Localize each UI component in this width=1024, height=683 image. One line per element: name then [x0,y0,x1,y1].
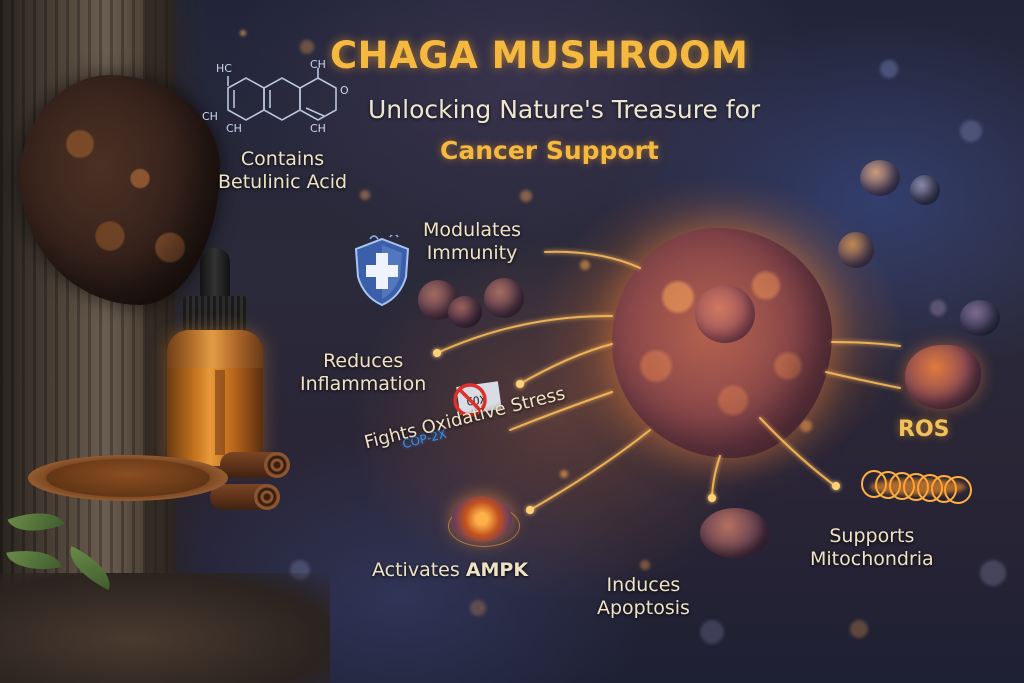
label-line: Reduces [323,350,404,372]
label-line: Induces [606,574,681,596]
label-line: Mitochondria [810,548,934,570]
svg-text:O: O [340,84,349,97]
cell-cluster [700,508,770,558]
cinnamon-stick [220,452,290,478]
label-line: Contains [240,148,325,170]
poster-title: CHAGA MUSHROOM [330,34,749,77]
label-line: Betulinic Acid [218,171,348,193]
cell-nucleus [695,285,755,343]
dropper-cap [183,296,247,332]
poster-accent-line: Cancer Support [440,136,659,165]
chaga-mushroom-growth [20,75,220,305]
label-prefix: Activates [372,559,466,581]
dropper-bulb [200,248,230,298]
cell-cluster [838,232,874,268]
ros-molecule-icon [905,345,981,409]
label-line: Apoptosis [597,597,690,619]
prohibited-icon: COX [453,381,502,417]
betulinic-acid-structure-icon: HC CH CH CH CH O [202,58,349,135]
chaga-powder [46,459,210,497]
label-emphasis: AMPK [465,559,529,581]
svg-text:CH: CH [202,110,218,123]
ampk-cell-icon [452,496,512,542]
poster-subtitle: Unlocking Nature's Treasure for [368,95,761,124]
bark-ground [0,573,330,683]
shield-cross-icon [354,235,410,307]
cancer-cell [612,228,832,458]
label-activates-ampk: Activates AMPK [372,559,528,582]
cell-cluster [448,296,482,328]
label-induces-apoptosis: Induces Apoptosis [597,574,690,620]
chaga-powder-bowl [28,455,228,555]
cinnamon-stick [210,484,280,510]
svg-text:CH: CH [226,122,242,135]
cell-cluster [484,278,524,318]
mitochondria-icon [861,470,972,504]
cell-cluster [910,175,940,205]
svg-text:HC: HC [216,62,232,75]
label-line: Inflammation [300,373,427,395]
label-line: Immunity [426,242,518,264]
label-line: Supports [829,525,915,547]
svg-text:CH: CH [310,122,326,135]
label-modulates-immunity: Modulates Immunity [423,219,521,265]
cell-cluster [960,300,1000,336]
label-ros: ROS [898,417,950,442]
svg-text:CH: CH [310,58,326,71]
label-line: Modulates [423,219,522,241]
amber-bottle-body [167,330,263,466]
svg-text:COX: COX [466,393,488,409]
label-betulinic-acid: Contains Betulinic Acid [218,148,347,194]
label-reduces-inflammation: Reduces Inflammation [300,350,426,396]
cell-cluster [860,160,900,196]
label-supports-mitochondria: Supports Mitochondria [810,525,934,571]
tincture-bottle [165,248,265,468]
